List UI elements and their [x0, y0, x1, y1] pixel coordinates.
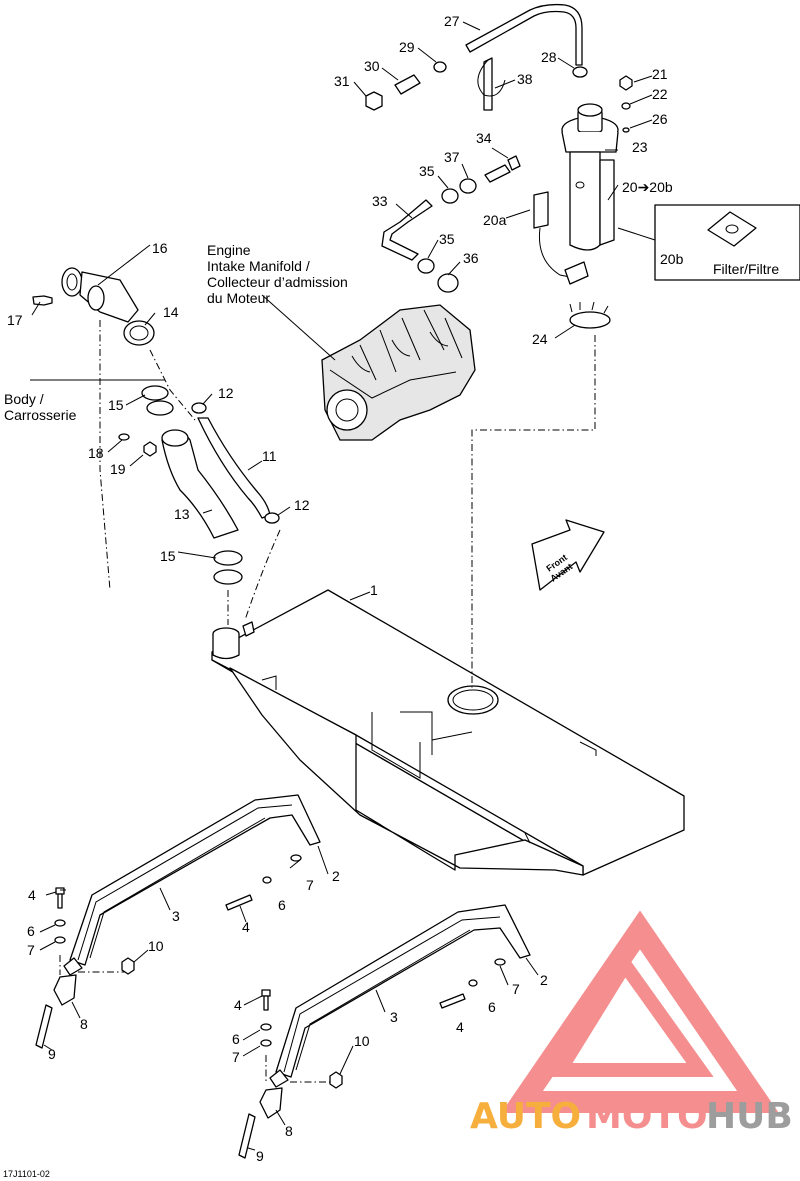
callout-22: 22	[652, 86, 668, 102]
callout-9: 9	[48, 1046, 56, 1062]
callout-4: 4	[242, 919, 250, 935]
engine-label-line3: Collecteur d’admission	[207, 274, 348, 290]
watermark-logo: AUTO MOTO HUB	[470, 910, 793, 1137]
callout-4: 4	[234, 997, 242, 1013]
callout-7: 7	[232, 1049, 240, 1065]
engine-label-line1: Engine	[207, 242, 251, 258]
callout-17: 17	[7, 312, 23, 328]
callout-30: 30	[364, 58, 380, 74]
callout-12: 12	[218, 385, 234, 401]
connection-lines	[59, 320, 596, 1083]
callout-16: 16	[152, 240, 168, 256]
callout-numbers: 1 2 2 3 3 4 4 4 4 6 6 6 6 7 7 7 7 8 8 9 …	[7, 13, 684, 1164]
callout-36: 36	[463, 250, 479, 266]
callout-2: 2	[540, 972, 548, 988]
front-direction-arrow: Front Avant	[531, 519, 605, 591]
callout-37: 37	[444, 149, 460, 165]
callout-20a: 20a	[483, 212, 507, 228]
filler-neck-assembly	[32, 267, 280, 585]
callout-35: 35	[419, 163, 435, 179]
body-label-line1: Body /	[4, 391, 44, 407]
callout-6: 6	[232, 1031, 240, 1047]
callout-21: 21	[652, 66, 668, 82]
callout-27: 27	[444, 13, 460, 29]
watermark-hub: HUB	[706, 1096, 793, 1137]
callout-14: 14	[163, 304, 179, 320]
engine-label-line2: Intake Manifold /	[207, 258, 310, 274]
callout-4: 4	[456, 1019, 464, 1035]
callout-15: 15	[160, 548, 176, 564]
body-label-line2: Carrosserie	[4, 407, 77, 423]
callout-38: 38	[517, 71, 533, 87]
leader-lines	[30, 21, 656, 1151]
callout-9: 9	[256, 1148, 264, 1164]
filter-inset-box: Filter/Filtre	[654, 204, 800, 281]
callout-19: 19	[110, 461, 126, 477]
fuel-pump-module	[533, 75, 633, 329]
callout-12: 12	[294, 497, 310, 513]
callout-18: 18	[88, 445, 104, 461]
callout-2: 2	[332, 868, 340, 884]
watermark-moto: MOTO	[586, 1096, 708, 1137]
callout-33: 33	[372, 193, 388, 209]
callout-6: 6	[278, 897, 286, 913]
strap-hardware	[35, 854, 506, 1159]
callout-3: 3	[172, 908, 180, 924]
tank-strap-lower	[259, 904, 531, 1119]
callout-31: 31	[334, 73, 350, 89]
callout-3: 3	[390, 1009, 398, 1025]
tank-strap-upper	[53, 794, 321, 1006]
callout-10: 10	[148, 938, 164, 954]
callout-26: 26	[652, 111, 668, 127]
callout-15: 15	[108, 397, 124, 413]
engine-intake-manifold	[321, 304, 476, 441]
callout-8: 8	[285, 1123, 293, 1139]
body-label: Body / Carrosserie	[4, 391, 77, 423]
engine-label: Engine Intake Manifold / Collecteur d’ad…	[207, 242, 348, 306]
callout-13: 13	[174, 506, 190, 522]
engine-label-line4: du Moteur	[207, 290, 270, 306]
callout-28: 28	[541, 49, 557, 65]
callout-34: 34	[476, 130, 492, 146]
callout-11: 11	[262, 448, 277, 464]
watermark-auto: AUTO	[470, 1096, 581, 1137]
callout-7: 7	[512, 981, 520, 997]
filter-label: Filter/Filtre	[713, 261, 779, 277]
callout-20: 20➔20b	[622, 179, 673, 195]
callout-29: 29	[399, 39, 415, 55]
callout-35: 35	[439, 231, 455, 247]
callout-8: 8	[80, 1016, 88, 1032]
callout-6: 6	[488, 999, 496, 1015]
callout-6: 6	[27, 923, 35, 939]
callout-23: 23	[632, 139, 648, 155]
callout-20b: 20b	[660, 251, 684, 267]
callout-1: 1	[370, 582, 378, 598]
callout-24: 24	[532, 331, 548, 347]
callout-7: 7	[306, 877, 314, 893]
figure-code: 17J1101-02	[3, 1169, 50, 1179]
callout-4: 4	[28, 887, 36, 903]
callout-10: 10	[354, 1033, 370, 1049]
fuel-tank	[211, 589, 685, 876]
callout-7: 7	[27, 942, 35, 958]
vent-and-fuel-lines	[365, 3, 588, 293]
